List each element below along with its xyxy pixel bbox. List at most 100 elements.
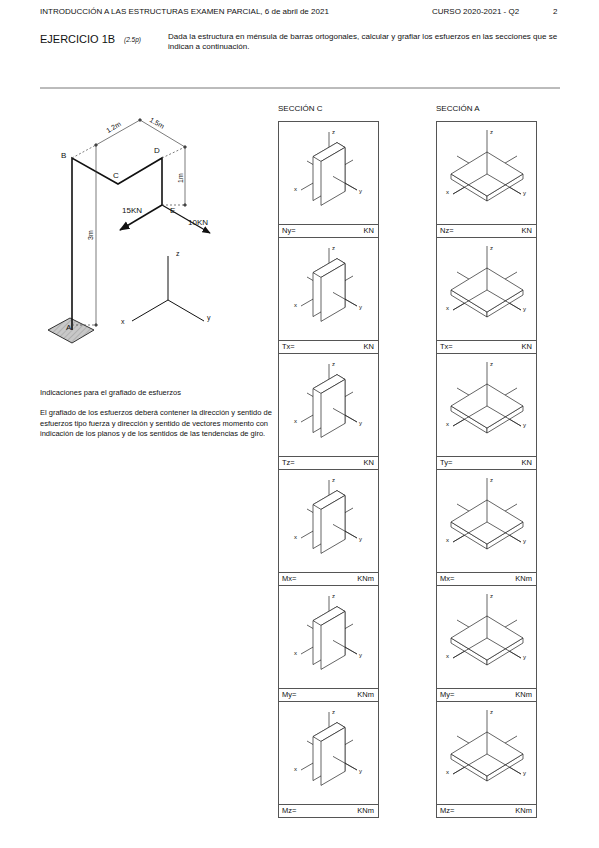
force-name: Mz= [440, 807, 454, 815]
section-cell: zxyMz=KNm [278, 701, 379, 818]
force-label: 10KN [188, 218, 208, 228]
answer-strip: My=KNm [279, 688, 378, 701]
dimension-lines [72, 119, 186, 327]
horizontal-section-sketch [437, 586, 536, 689]
unit: KNm [357, 575, 374, 583]
unit: KN [522, 459, 532, 467]
header-title: INTRODUCCIÓN A LAS ESTRUCTURAS EXAMEN PA… [40, 7, 329, 17]
axis-label: x [294, 650, 297, 656]
unit: KN [522, 227, 532, 235]
vertical-section-sketch [279, 470, 378, 573]
force-label: 15KN [122, 206, 142, 216]
force-name: My= [440, 691, 454, 699]
unit: KN [364, 343, 374, 351]
dimension: 3m [87, 230, 95, 240]
force-name: Ny= [282, 227, 296, 235]
axis-label: x [294, 534, 297, 540]
unit: KNm [515, 575, 532, 583]
horizontal-section-sketch [437, 702, 536, 805]
force-name: Tx= [282, 343, 295, 351]
axis-label: z [490, 709, 493, 715]
force-arrow [120, 205, 162, 230]
point-label: C [113, 171, 119, 181]
section-cell: zxyMx=KNm [278, 469, 379, 586]
axis-label: x [294, 302, 297, 308]
section-heading: SECCIÓN A [436, 104, 480, 114]
axis-label: z [490, 245, 493, 251]
section-cell: zxyTy=KN [436, 353, 537, 470]
vertical-section-sketch [279, 354, 378, 457]
answer-strip: Mx= KNm [279, 572, 378, 585]
axis-label: y [523, 538, 526, 544]
axis-label: z [332, 361, 335, 367]
bars [72, 158, 210, 330]
section-cell: zxyTz=KN [278, 353, 379, 470]
dimension: 1m [177, 173, 185, 183]
fixed-support [48, 318, 94, 343]
dimension: 1.5m [148, 116, 166, 131]
force-name: Mz= [282, 807, 296, 815]
point-label: D [154, 146, 160, 156]
axis-label: z [490, 477, 493, 483]
page-number: 2 [553, 7, 557, 17]
section-cell: z x yTx= KN [436, 237, 537, 354]
horizontal-section-sketch [437, 238, 536, 341]
answer-strip: Ty= KN [437, 456, 536, 469]
axis-triad [132, 256, 204, 321]
axis-label: z [176, 250, 180, 258]
unit: KN [364, 459, 374, 467]
axis-label: y [207, 314, 211, 322]
axis-label: x [121, 318, 125, 326]
axis-label: x [446, 769, 449, 775]
section-cell: z x yMx= KNm [436, 469, 537, 586]
axis-label: y [359, 420, 362, 426]
exercise-title: EJERCICIO 1B [40, 33, 115, 46]
section-cell: zxyMy=KNm [278, 585, 379, 702]
axis-label: y [359, 768, 362, 774]
force-name: Ty= [440, 459, 452, 467]
answer-strip: My= KNm [437, 688, 536, 701]
rule-line [40, 88, 560, 89]
axis-label: z [490, 129, 493, 135]
section-heading: SECCIÓN C [278, 104, 322, 114]
axis-label: z [332, 709, 335, 715]
axis-label: y [523, 190, 526, 196]
axis-label: z [332, 593, 335, 599]
axis-label: x [446, 305, 449, 311]
axis-label: z [332, 129, 335, 135]
force-name: Mx= [440, 575, 454, 583]
axis-label: x [446, 537, 449, 543]
unit: KNm [515, 691, 532, 699]
axis-label: y [359, 188, 362, 194]
vertical-section-sketch [279, 238, 378, 341]
axis-label: z [332, 477, 335, 483]
section-cell: z x yTx= KN [278, 237, 379, 354]
point-label: E [170, 206, 175, 216]
note-text: El grafiado de los esfuerzos deberá cont… [40, 408, 272, 440]
answer-strip: Mz= KNm [279, 804, 378, 817]
answer-strip: Mx= KNm [437, 572, 536, 585]
point-label: B [61, 151, 66, 161]
axis-label: z [332, 245, 335, 251]
unit: KN [522, 343, 532, 351]
force-name: Mx= [282, 575, 296, 583]
answer-strip: Tz= KN [279, 456, 378, 469]
horizontal-section-sketch [437, 354, 536, 457]
vertical-section-sketch [279, 122, 378, 225]
axis-label: y [523, 770, 526, 776]
axis-label: y [523, 306, 526, 312]
points: (2.5p) [124, 36, 141, 44]
axis-label: y [359, 304, 362, 310]
vertical-section-sketch [279, 586, 378, 689]
horizontal-section-sketch [437, 470, 536, 573]
answer-strip: Nz=KN [437, 224, 536, 237]
unit: KNm [357, 807, 374, 815]
unit: KNm [357, 691, 374, 699]
point-label: A [66, 323, 71, 333]
force-name: Tx= [440, 343, 453, 351]
answer-strip: Ny=KN [279, 224, 378, 237]
section-cell: zxyMz=KNm [436, 701, 537, 818]
force-name: Tz= [282, 459, 295, 467]
statement: Dada la estructura en ménsula de barras … [168, 32, 563, 51]
axis-label: z [490, 593, 493, 599]
